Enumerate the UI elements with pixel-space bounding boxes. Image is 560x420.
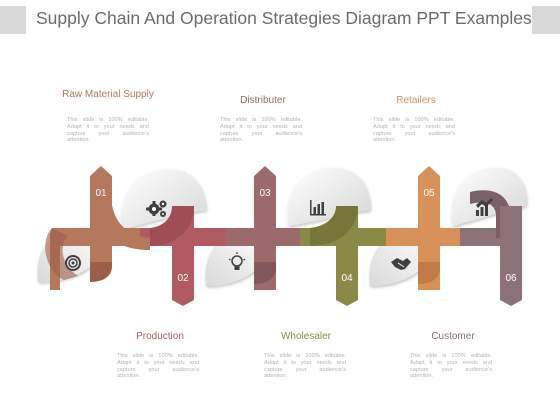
step-number-4: 04 bbox=[341, 273, 353, 284]
step-number-5: 05 bbox=[423, 188, 435, 199]
handshake-icon bbox=[391, 258, 411, 270]
step-2-ribbon: 02 bbox=[150, 206, 194, 306]
step-label-retailers: Retailers bbox=[396, 95, 436, 106]
step-number-3: 03 bbox=[259, 188, 271, 199]
step-description-raw-material: This slide is 100% editable. Adapt it to… bbox=[67, 117, 149, 144]
band-segment-1-curve bbox=[45, 228, 78, 280]
step-4-ribbon: 04 bbox=[310, 206, 358, 306]
step-number-6: 06 bbox=[505, 273, 517, 284]
step-label-raw-material: Raw Material Supply bbox=[62, 89, 154, 100]
step-number-2: 02 bbox=[177, 273, 189, 284]
step-description-wholesaler: This slide is 100% editable. Adapt it to… bbox=[264, 353, 346, 380]
step-label-wholesaler: Wholesaler bbox=[280, 331, 332, 342]
growth-icon bbox=[476, 198, 493, 216]
step-label-production: Production bbox=[136, 331, 184, 342]
leaf-shape-1 bbox=[121, 169, 206, 230]
step-label-distributer: Distributer bbox=[240, 95, 286, 106]
bar-chart-icon bbox=[310, 200, 326, 216]
step-description-distributer: This slide is 100% editable. Adapt it to… bbox=[220, 117, 302, 144]
step-description-retailers: This slide is 100% editable. Adapt it to… bbox=[373, 117, 455, 144]
step-1-ribbon: 01 bbox=[90, 166, 150, 282]
step-description-production: This slide is 100% editable. Adapt it to… bbox=[117, 353, 199, 380]
band-segment-6 bbox=[460, 228, 500, 246]
step-3-ribbon: 03 bbox=[254, 166, 276, 290]
step-label-customer: Customer bbox=[431, 331, 475, 342]
title-accent-left bbox=[0, 6, 26, 34]
step-5-ribbon: 05 bbox=[418, 166, 440, 290]
target-icon bbox=[65, 255, 81, 271]
title-accent-right bbox=[532, 6, 560, 34]
step-description-customer: This slide is 100% editable. Adapt it to… bbox=[410, 353, 492, 380]
step-number-1: 01 bbox=[95, 188, 107, 199]
lightbulb-icon bbox=[228, 252, 246, 270]
gears-icon bbox=[146, 200, 167, 217]
slide-title: Supply Chain And Operation Strategies Di… bbox=[36, 8, 532, 28]
